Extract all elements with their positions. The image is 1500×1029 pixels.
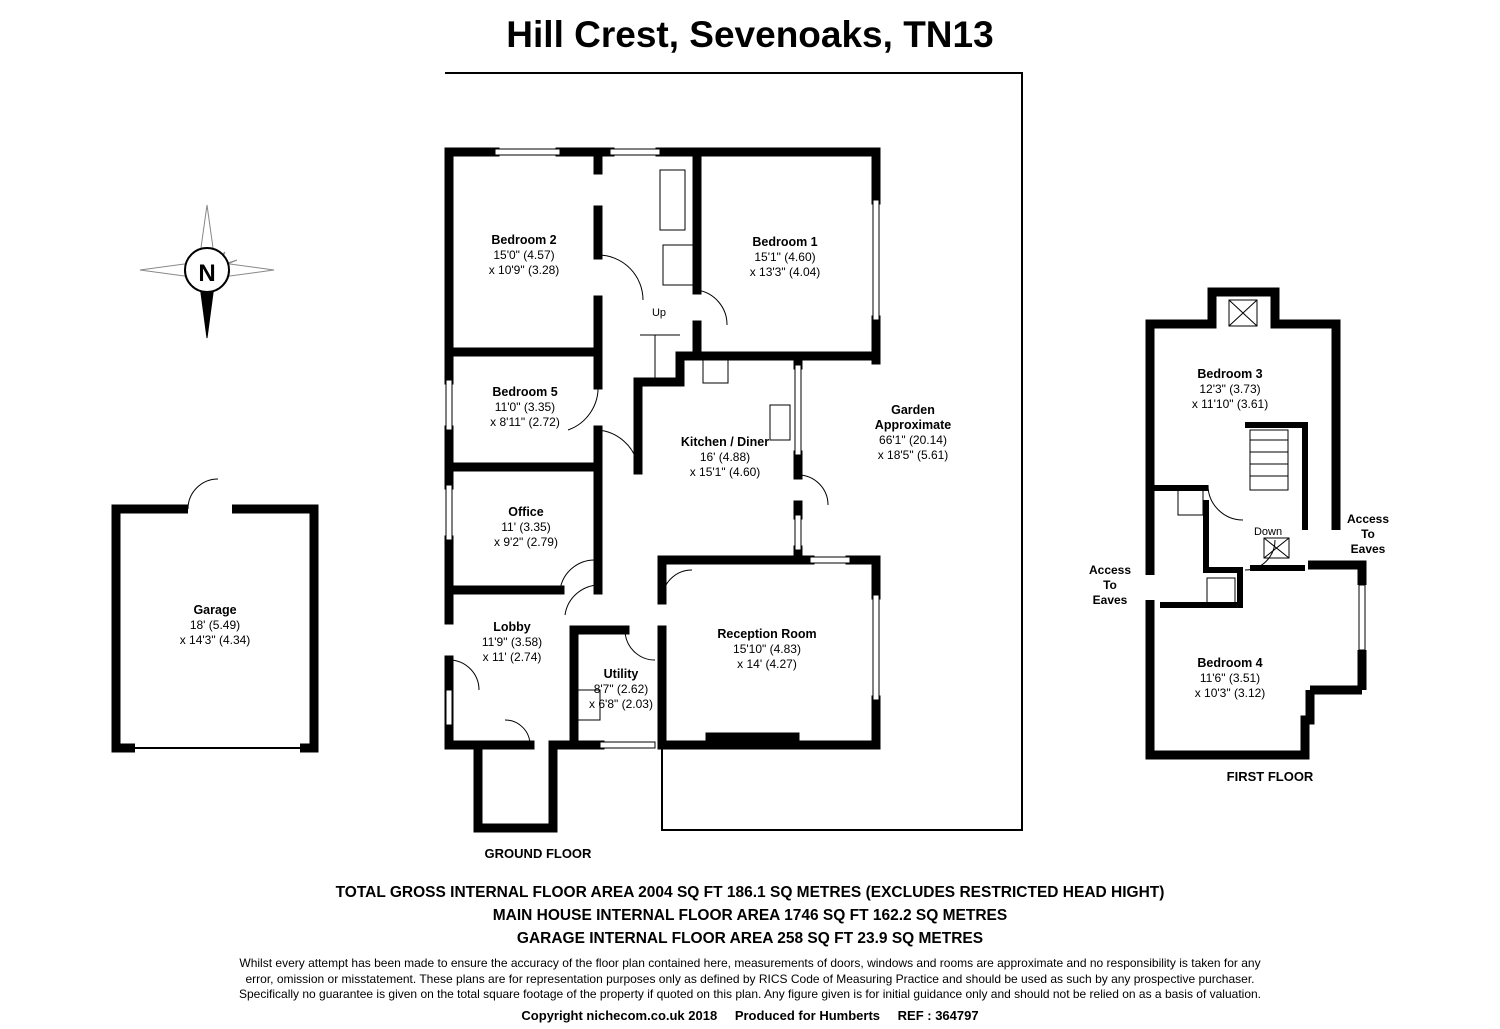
produced-for: Produced for Humberts xyxy=(734,1008,881,1023)
garage-area: GARAGE INTERNAL FLOOR AREA 258 SQ FT 23.… xyxy=(516,930,984,947)
garage-walls xyxy=(111,478,319,753)
ground-floor-label: GROUND FLOOR xyxy=(484,846,592,861)
plan-title: Hill Crest, Sevenoaks, TN13 xyxy=(506,14,994,55)
ground-floor-walls xyxy=(444,147,881,833)
disclaimer-line: Whilst every attempt has been made to en… xyxy=(239,956,1261,970)
disclaimer-line: Specifically no guarantee is given on th… xyxy=(239,987,1261,1001)
stairs-up-label: Up xyxy=(651,307,667,319)
total-area: TOTAL GROSS INTERNAL FLOOR AREA 2004 SQ … xyxy=(335,884,1165,901)
windows xyxy=(445,148,880,749)
north-compass-icon xyxy=(139,204,275,339)
disclaimer: Whilst every attempt has been made to en… xyxy=(0,956,1500,1003)
garden-boundary xyxy=(445,72,1023,831)
main-house-area: MAIN HOUSE INTERNAL FLOOR AREA 1746 SQ F… xyxy=(492,907,1008,924)
disclaimer-line: error, omission or misstatement. These p… xyxy=(245,971,1255,986)
copyright: Copyright nichecom.co.uk 2018 xyxy=(521,1008,718,1023)
doors xyxy=(448,169,829,746)
reference: REF : 364797 xyxy=(897,1008,979,1023)
first-floor-label: FIRST FLOOR xyxy=(1226,769,1314,784)
stairs-down-label: Down xyxy=(1253,526,1283,538)
first-floor-fixtures xyxy=(1177,299,1366,651)
compass-north-letter: N xyxy=(198,260,215,287)
footer: Copyright nichecom.co.uk 2018 Produced f… xyxy=(0,1008,1500,1023)
svg-text:N: N xyxy=(198,260,215,287)
first-floor-walls xyxy=(1145,287,1367,760)
